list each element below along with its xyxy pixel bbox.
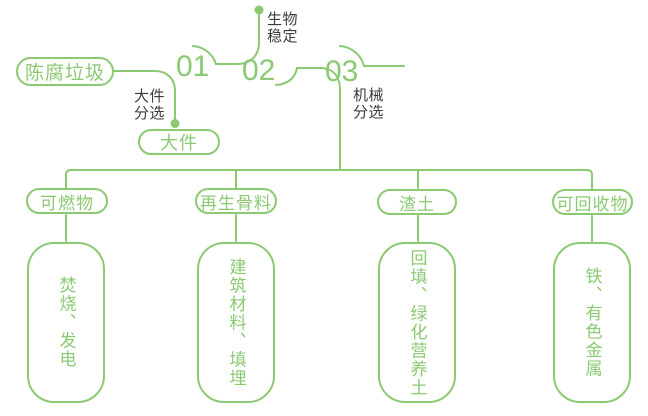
detail-box-building-materials-landfill: 建筑材料、填埋: [197, 242, 275, 403]
connector-dot-bulky: [170, 119, 180, 128]
branch-label: 可燃物: [40, 193, 94, 213]
distribution-bus: [65, 169, 593, 189]
step-label-biological-stabilization: 生物 稳定: [267, 11, 299, 45]
detail-box-incineration-power: 焚烧、发电: [27, 242, 105, 403]
detail-text: 建筑材料、填埋: [226, 257, 246, 388]
step-number-02: 02: [242, 54, 276, 87]
source-label: 陈腐垃圾: [24, 63, 105, 84]
connector-dot-bio: [254, 5, 264, 15]
detail-text: 焚烧、发电: [56, 276, 76, 369]
source-pill-aged-waste: 陈腐垃圾: [16, 57, 114, 86]
step-number-01: 01: [176, 50, 210, 83]
branch-label: 可回收物: [556, 194, 629, 214]
connector-01-to-02: [192, 45, 239, 65]
connector-02-up: [237, 14, 260, 65]
detail-box-backfill-greening-soil: 回填、绿化营养土: [378, 242, 456, 403]
branch-label: 渣土: [399, 194, 435, 214]
detail-text: 回填、绿化营养土: [407, 248, 427, 397]
step-label-bulky-sorting: 大件 分选: [134, 88, 166, 122]
branch-pill-combustibles: 可燃物: [26, 188, 108, 214]
bulky-output-label: 大件: [160, 133, 198, 153]
branch-pill-recyclables: 可回收物: [552, 189, 633, 215]
branch-pill-recycled-aggregate: 再生骨料: [195, 188, 277, 214]
connector-02-to-03: [275, 67, 323, 86]
connector-03-tail: [339, 45, 405, 67]
connector-03-down: [321, 67, 341, 170]
detail-text: 铁、有色金属: [582, 267, 602, 378]
connector-01-down: [154, 70, 176, 120]
branch-label: 再生骨料: [200, 193, 272, 213]
branch-pill-slag-soil: 渣土: [377, 189, 457, 215]
detail-box-iron-nonferrous-metals: 铁、有色金属: [553, 242, 631, 403]
step-label-mechanical-sorting: 机械 分选: [353, 87, 385, 121]
step-number-03: 03: [325, 55, 359, 88]
output-pill-bulky-items: 大件: [138, 129, 220, 155]
